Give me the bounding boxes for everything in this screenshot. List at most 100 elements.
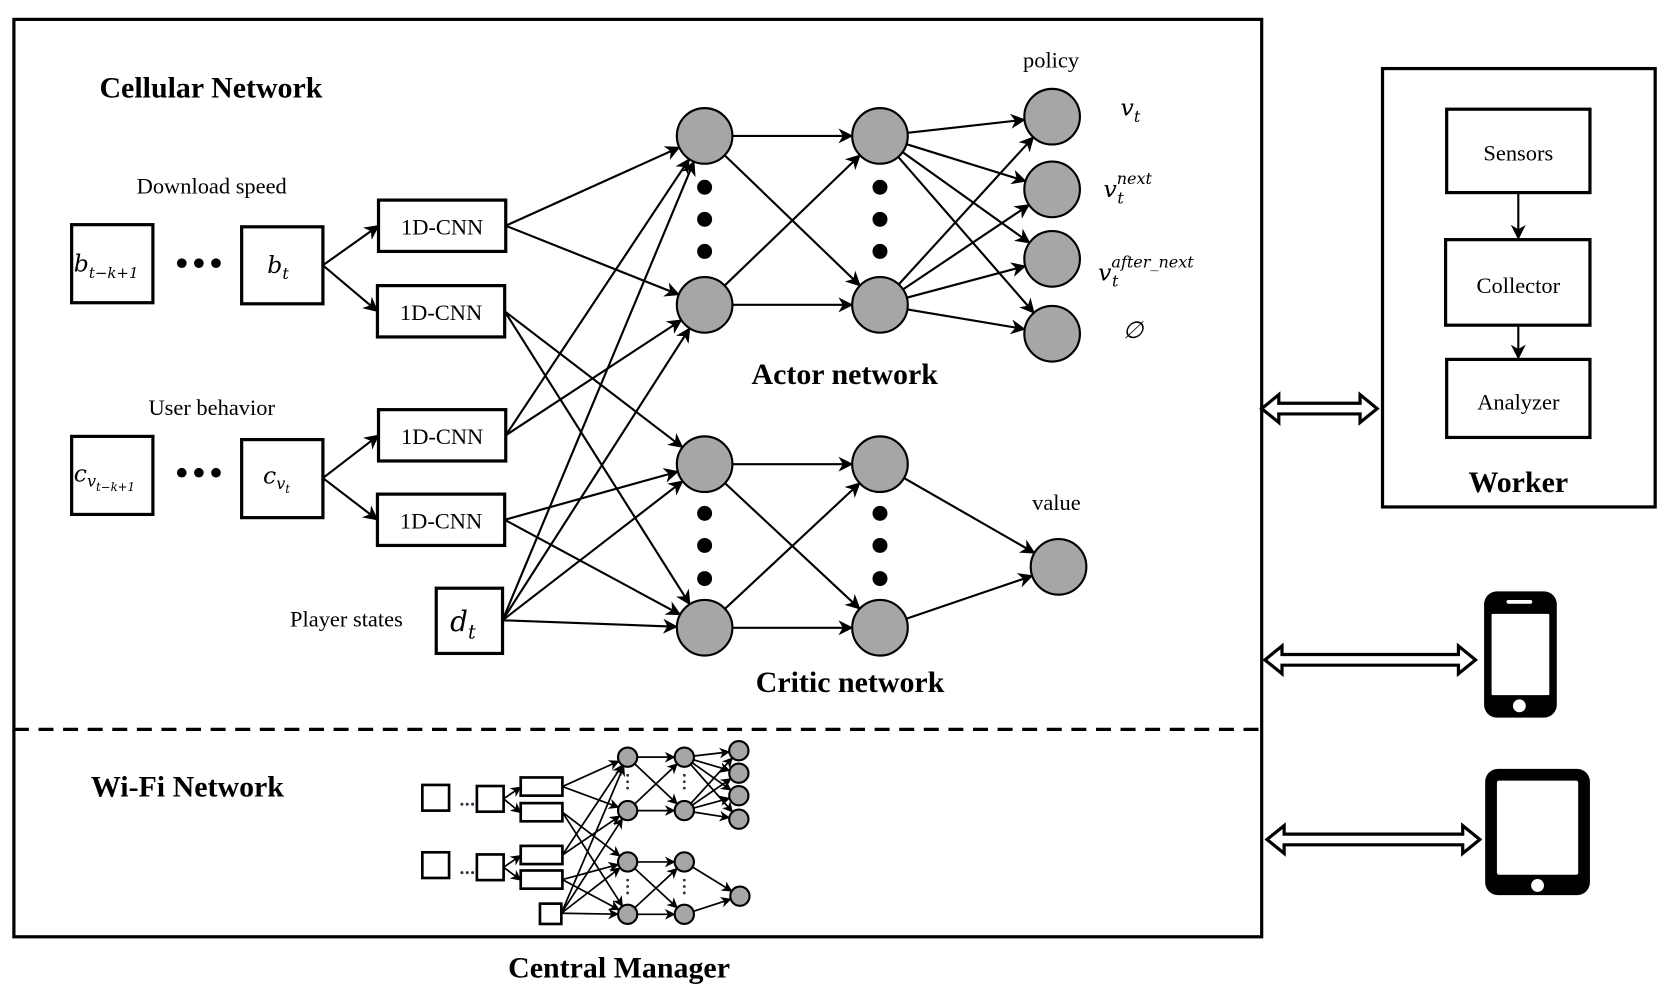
manager-worker-arrow xyxy=(1259,391,1380,426)
connection-edge xyxy=(505,319,683,437)
mini-value-node xyxy=(729,885,751,907)
actor-hidden2-node xyxy=(851,107,909,165)
layer-edge xyxy=(901,151,1031,244)
behavior-input-last xyxy=(240,437,325,520)
download-speed-label: Download speed xyxy=(137,174,287,199)
policy-output-label: vt xyxy=(1121,94,1141,126)
mini-edge xyxy=(503,854,522,868)
actor-hidden1-node xyxy=(675,275,734,334)
mini-policy-node xyxy=(728,808,750,830)
vertical-ellipsis xyxy=(872,179,888,259)
mini-policy-node xyxy=(728,762,750,784)
cnn-box xyxy=(376,198,508,254)
layer-edge xyxy=(907,113,1026,134)
player-state-input-label: dt xyxy=(450,605,476,643)
actor-network-title: Actor network xyxy=(751,358,938,391)
policy-heading: policy xyxy=(1023,47,1080,72)
policy-output-label: ∅ xyxy=(1123,316,1145,344)
cellular-nodes xyxy=(675,87,1088,657)
layer-edge xyxy=(724,482,861,610)
mini-edge xyxy=(562,760,620,788)
connection-edge xyxy=(504,158,691,436)
smartphone-icon xyxy=(1484,591,1557,718)
worker-step-analyzer xyxy=(1445,357,1592,440)
mini-input-box xyxy=(421,850,451,880)
mini-edge xyxy=(690,757,733,805)
mini-edge xyxy=(503,786,522,800)
mini-edge xyxy=(693,897,732,913)
worker-title: Worker xyxy=(1468,466,1568,499)
wifi-network: Wi-Fi Network xyxy=(91,740,751,926)
cellular-edges xyxy=(322,113,1036,636)
layer-edge xyxy=(907,308,1026,335)
ellipsis-dots xyxy=(176,258,221,268)
mini-cnn-box xyxy=(519,869,564,891)
worker: Sensors Collector Analyzer Worker xyxy=(1380,66,1657,509)
player-states-label: Player states xyxy=(290,607,403,632)
mini-hidden-node xyxy=(616,851,639,873)
download-input-last xyxy=(240,225,325,306)
actor-hidden2-node xyxy=(851,275,909,334)
behavior-input-first-label: cvt−k+1 xyxy=(74,459,135,494)
wifi-mini-network xyxy=(421,740,751,926)
connection-arrows xyxy=(1259,391,1483,857)
tablet-icon xyxy=(1485,768,1590,896)
manager-tablet-arrow xyxy=(1264,822,1483,857)
central-manager-title: Central Manager xyxy=(508,951,730,984)
worker-step-sensors xyxy=(1445,107,1592,195)
mini-hidden-node xyxy=(673,851,695,873)
actor-hidden1-node xyxy=(675,107,734,165)
mini-hidden-node xyxy=(673,746,695,768)
download-input-last-label: bt xyxy=(267,251,289,283)
mini-hidden-node xyxy=(673,903,695,926)
cnn-box xyxy=(375,492,507,548)
player-state-input xyxy=(434,586,505,656)
worker-frame xyxy=(1380,66,1657,509)
mini-input-box xyxy=(475,853,505,882)
mini-edge xyxy=(693,795,731,809)
download-input-first-label: bt−k+1 xyxy=(74,250,139,282)
user-behavior-label: User behavior xyxy=(148,395,275,420)
mini-edge xyxy=(693,759,731,773)
mini-edge xyxy=(562,878,620,911)
connection-edge xyxy=(505,146,681,227)
mini-edge xyxy=(690,763,734,813)
mini-hidden-node xyxy=(616,799,639,822)
wifi-network-title: Wi-Fi Network xyxy=(91,771,284,804)
connection-edge xyxy=(504,468,680,521)
cnn-box-label: 1D-CNN xyxy=(400,508,482,533)
input-to-cnn-edge xyxy=(322,264,379,313)
connection-edge xyxy=(501,480,684,622)
mini-hidden-node xyxy=(673,799,695,822)
mini-cnn-box xyxy=(519,801,564,823)
central-manager-frame xyxy=(12,17,1264,939)
cnn-box-label: 1D-CNN xyxy=(401,214,483,239)
mini-edge xyxy=(691,777,732,806)
vertical-ellipsis xyxy=(697,505,713,587)
ellipsis-dots xyxy=(176,467,221,478)
worker-step-collector-label: Collector xyxy=(1477,273,1561,298)
value-heading: value xyxy=(1032,490,1081,515)
vertical-ellipsis xyxy=(872,505,888,587)
connection-edge xyxy=(501,160,696,621)
cnn-box xyxy=(375,284,507,339)
mini-edge xyxy=(503,798,522,814)
mini-edge xyxy=(561,811,621,857)
connection-edge xyxy=(504,310,684,449)
connection-edge xyxy=(504,518,682,616)
policy-output-node xyxy=(1023,304,1081,363)
connection-edge xyxy=(503,310,691,606)
mini-edge xyxy=(561,815,621,856)
mini-edge xyxy=(562,861,620,881)
layer-edge xyxy=(902,203,1031,291)
layer-edge xyxy=(903,477,1036,554)
mini-edge xyxy=(634,867,678,909)
cnn-box-label: 1D-CNN xyxy=(400,300,482,325)
mini-input-box xyxy=(421,783,451,812)
download-input-first xyxy=(70,223,155,305)
